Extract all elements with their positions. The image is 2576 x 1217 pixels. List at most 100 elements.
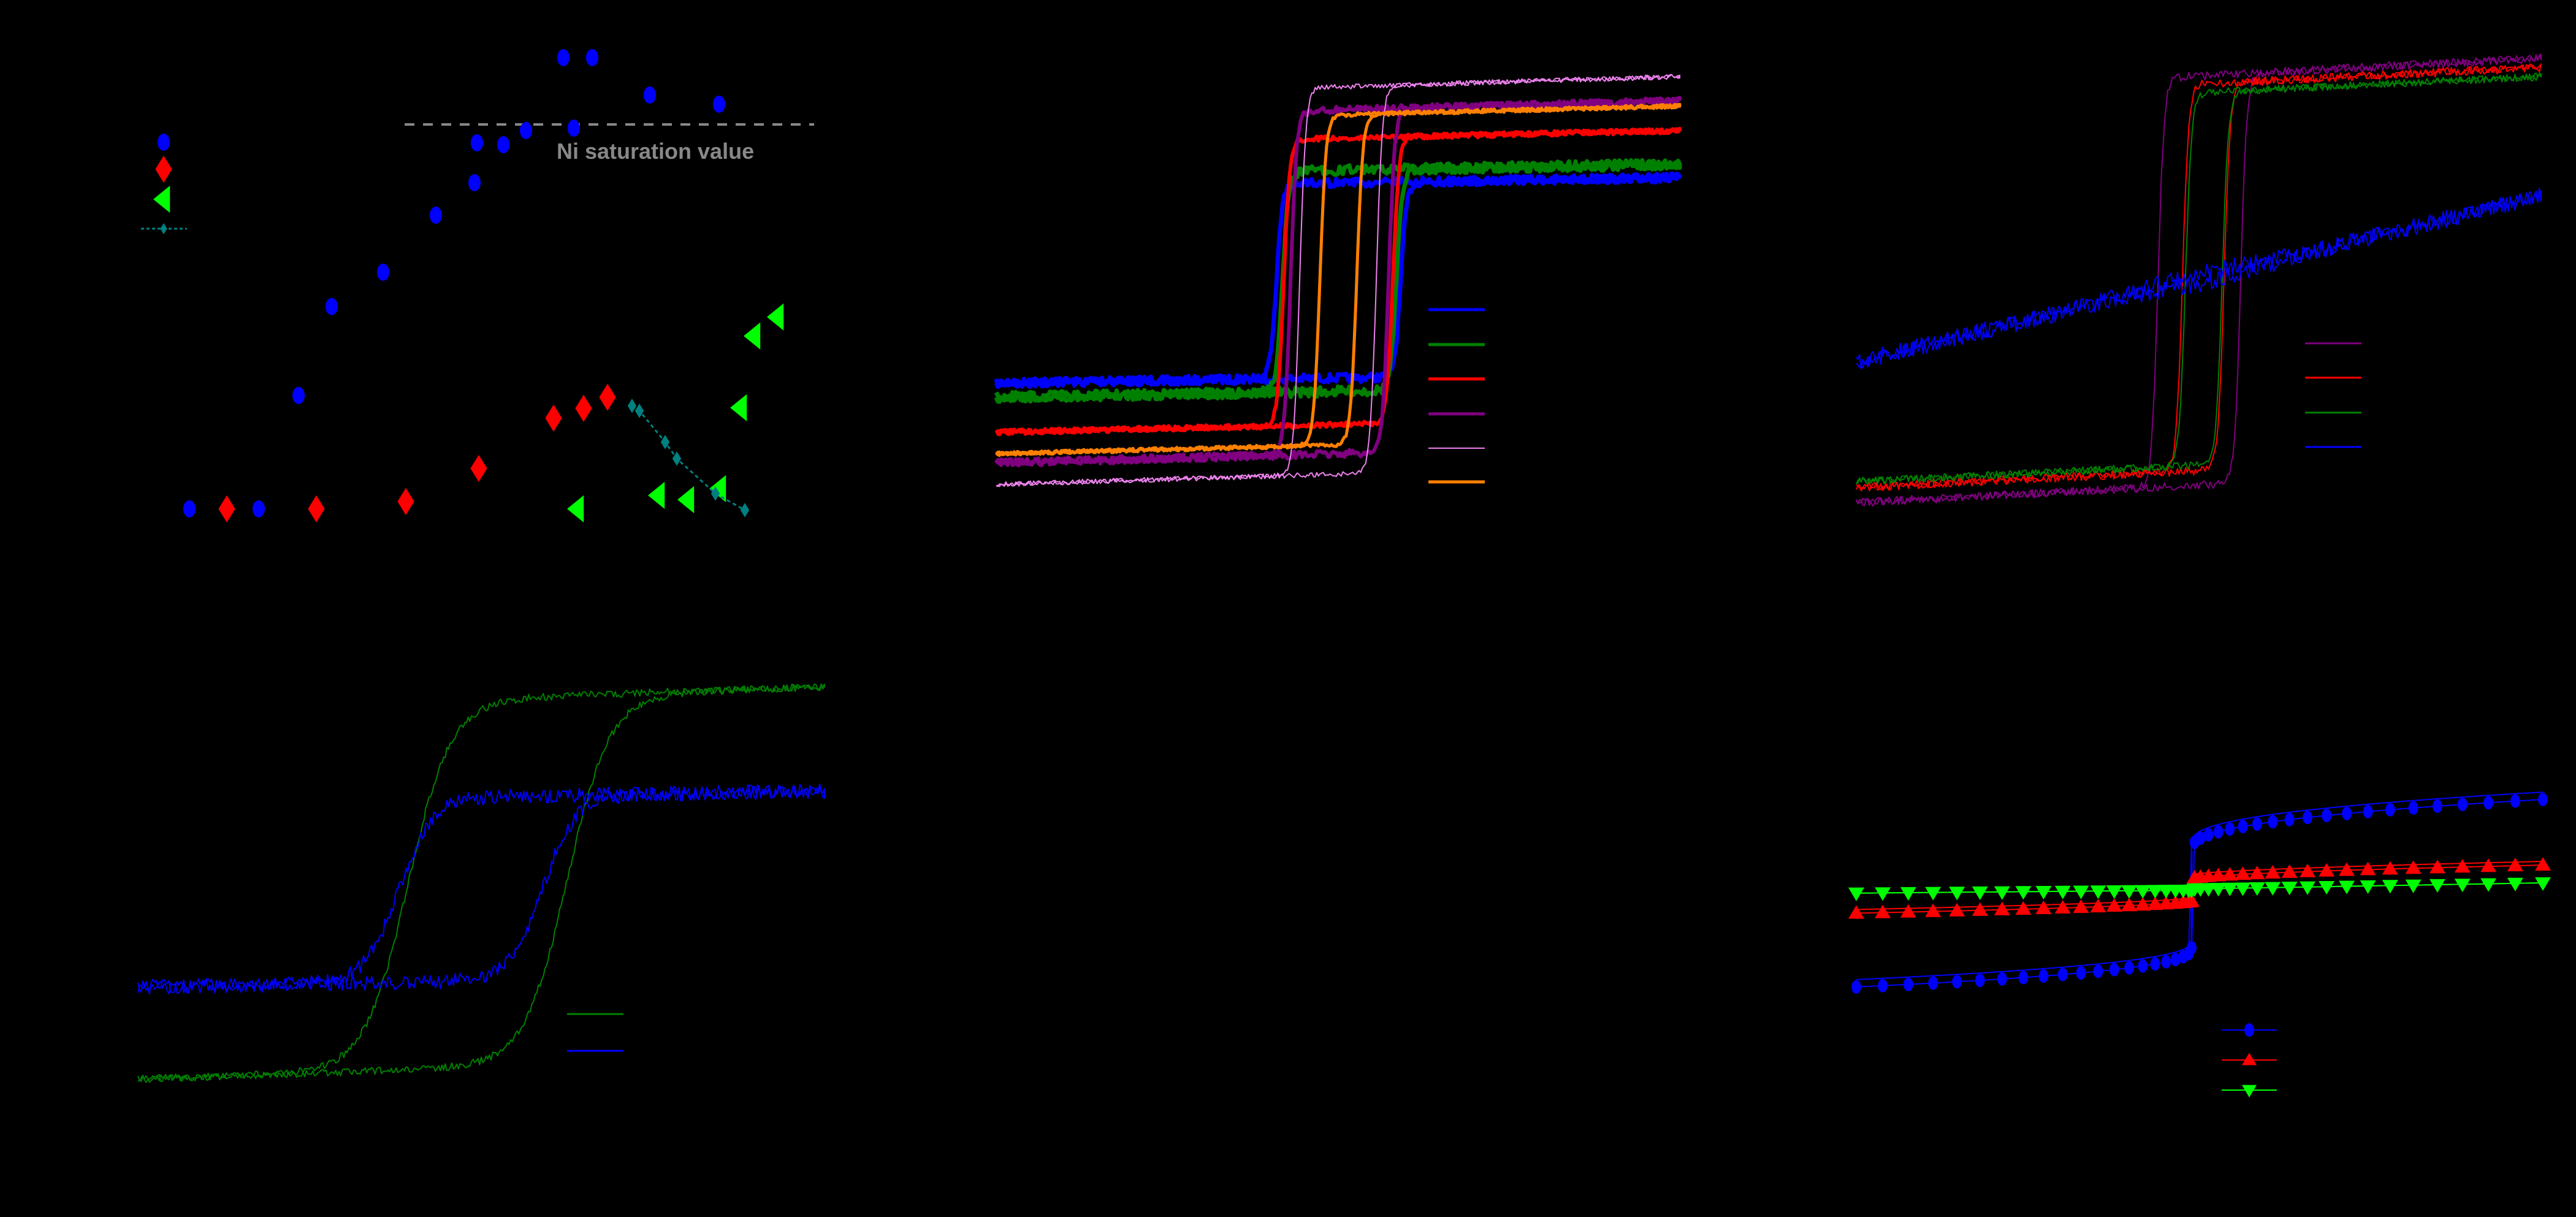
triangle-down-marker — [2222, 882, 2238, 896]
circle-marker — [2195, 831, 2206, 845]
circle-marker — [643, 86, 657, 104]
ni-saturation-label: Ni saturation value — [557, 139, 755, 164]
triangle-up-marker — [2222, 867, 2238, 881]
circle-marker — [2322, 809, 2332, 823]
circle-marker — [1903, 977, 1913, 991]
hysteresis-curve-green — [1856, 72, 2542, 485]
triangle-down-marker — [2535, 877, 2551, 891]
triangle-up-marker — [2480, 858, 2497, 872]
diamond-marker — [545, 404, 562, 432]
circle-marker — [157, 134, 170, 151]
circle-marker — [2385, 803, 2395, 817]
hysteresis-curve-green — [994, 158, 1682, 404]
diamond-marker — [672, 451, 682, 466]
triangle-down-marker — [1925, 887, 1942, 901]
triangle-down-marker — [2360, 880, 2376, 894]
circle-marker — [2483, 796, 2494, 810]
hysteresis-curve-purple — [994, 96, 1682, 468]
circle-marker — [1975, 974, 1985, 988]
triangle-down-marker — [2281, 882, 2298, 896]
circle-marker — [2538, 793, 2548, 806]
diamond-marker — [155, 155, 172, 183]
hysteresis-curve-orange — [995, 102, 1682, 457]
triangle-up-marker — [1949, 902, 1965, 917]
triangle-up-marker — [2507, 858, 2523, 872]
triangle-down-marker — [2200, 883, 2217, 897]
triangle-up-marker — [1925, 903, 1942, 917]
circle-marker — [376, 264, 390, 281]
triangle-down-marker — [2405, 879, 2422, 893]
diamond-marker — [740, 503, 750, 517]
triangle-down-marker — [2319, 881, 2335, 895]
circle-marker — [497, 136, 510, 153]
triangle-down-marker — [2339, 880, 2355, 895]
circle-marker — [585, 49, 599, 66]
circle-marker — [183, 500, 196, 517]
circle-marker — [292, 387, 305, 404]
circle-marker — [470, 134, 484, 151]
diamond-marker — [308, 495, 325, 523]
hysteresis-curve-purple — [1856, 53, 2542, 507]
triangle-up-marker — [2242, 1053, 2257, 1066]
triangle-down-marker — [1875, 887, 1891, 901]
triangle-down-marker — [2382, 880, 2398, 894]
circle-marker — [2284, 812, 2295, 826]
triangle-left-marker — [767, 303, 784, 331]
triangle-down-marker — [2054, 885, 2071, 899]
circle-marker — [2150, 957, 2160, 971]
diamond-marker — [218, 495, 235, 523]
triangle-down-marker — [1848, 887, 1864, 901]
circle-marker — [2244, 1023, 2254, 1037]
triangle-left-marker — [730, 394, 747, 422]
hysteresis-curve-blue — [994, 171, 1682, 389]
triangle-down-marker — [2135, 885, 2151, 899]
triangle-up-marker — [2210, 868, 2227, 882]
circle-marker — [2510, 794, 2520, 808]
triangle-down-marker — [1972, 886, 1988, 901]
triangle-left-marker — [153, 185, 170, 213]
circle-marker — [252, 500, 265, 517]
circle-marker — [2303, 811, 2312, 825]
hysteresis-curve-red — [1856, 63, 2542, 492]
circle-marker — [2203, 828, 2214, 842]
triangle-down-marker — [1900, 887, 1916, 901]
triangle-down-marker — [2249, 882, 2265, 896]
circle-marker — [2408, 801, 2418, 815]
circle-marker — [567, 120, 581, 137]
triangle-up-marker — [1875, 904, 1891, 918]
circle-marker — [557, 49, 570, 66]
circle-marker — [2342, 806, 2352, 820]
diamond-marker — [711, 486, 720, 501]
circle-marker — [519, 122, 533, 139]
triangle-up-marker — [2360, 861, 2376, 876]
triangle-down-marker — [1994, 886, 2010, 900]
triangle-down-marker — [2121, 885, 2138, 899]
triangle-up-marker — [2281, 864, 2298, 878]
triangle-down-marker — [2507, 877, 2523, 891]
diamond-marker — [627, 399, 637, 413]
triangle-down-marker — [2454, 879, 2471, 893]
circle-marker — [2363, 804, 2373, 818]
triangle-down-marker — [2235, 882, 2251, 896]
triangle-left-marker — [709, 475, 726, 503]
circle-marker — [2457, 798, 2467, 812]
circle-marker — [2433, 799, 2442, 813]
triangle-up-marker — [2035, 900, 2052, 915]
triangle-up-marker — [2121, 898, 2138, 912]
circle-marker — [2268, 815, 2278, 829]
triangle-down-marker — [2106, 885, 2122, 899]
triangle-up-marker — [2147, 896, 2163, 910]
circle-marker — [325, 298, 338, 315]
triangle-left-marker — [744, 322, 761, 350]
circle-marker — [468, 174, 481, 191]
diamond-marker — [599, 383, 616, 411]
circle-marker — [2109, 963, 2119, 977]
diamond-marker — [575, 394, 592, 422]
triangle-up-marker — [2249, 865, 2265, 880]
triangle-left-marker — [648, 481, 665, 509]
triangle-up-marker — [2015, 901, 2032, 915]
circle-marker — [2038, 969, 2049, 983]
triangle-up-marker — [2454, 859, 2471, 873]
hysteresis-curve-green — [137, 683, 825, 1083]
triangle-down-marker — [2147, 885, 2163, 899]
